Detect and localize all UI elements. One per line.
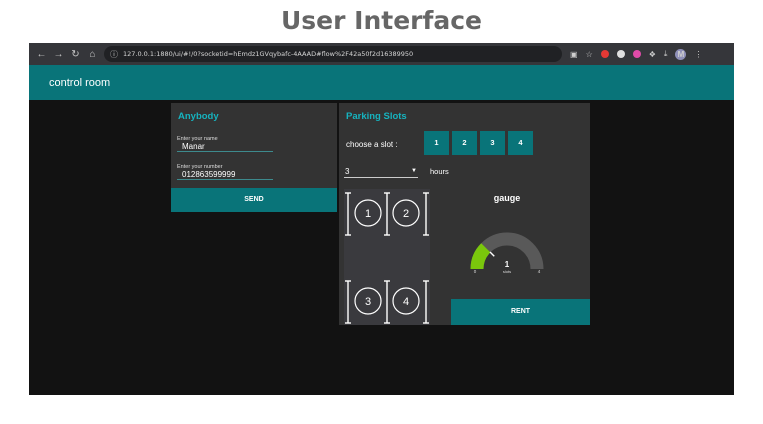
extension-pink-icon[interactable] bbox=[632, 50, 641, 58]
hours-label: hours bbox=[430, 167, 449, 176]
gauge-unit: slots bbox=[503, 269, 511, 274]
extension-red-icon[interactable] bbox=[600, 50, 609, 58]
slot-button-2[interactable]: 2 bbox=[452, 131, 477, 155]
spot-1-label: 1 bbox=[365, 208, 371, 220]
spot-4-label: 4 bbox=[403, 296, 409, 308]
gauge-title: gauge bbox=[493, 193, 521, 203]
forward-arrow-icon[interactable]: → bbox=[53, 48, 64, 60]
number-field-value[interactable]: 012863599999 bbox=[182, 170, 236, 179]
bookmark-star-icon[interactable]: ☆ bbox=[585, 49, 593, 59]
slot-button-4[interactable]: 4 bbox=[508, 131, 533, 155]
page-title: User Interface bbox=[280, 6, 483, 35]
app-header: control room bbox=[29, 65, 734, 100]
spot-2-label: 2 bbox=[403, 208, 409, 220]
hours-dropdown-value: 3 bbox=[345, 167, 350, 176]
home-icon[interactable]: ⌂ bbox=[89, 48, 96, 60]
gauge-max: 4 bbox=[538, 269, 541, 274]
choose-slot-label: choose a slot : bbox=[346, 140, 398, 149]
parking-lot-drawing: 1 2 3 4 bbox=[345, 192, 429, 324]
slots-gauge: 1 slots 0 4 bbox=[465, 223, 549, 279]
spot-4-circle bbox=[392, 287, 420, 315]
url-text: 127.0.0.1:1880/ui/#!/0?socketid=hEmdz1GV… bbox=[123, 50, 414, 58]
site-info-icon[interactable]: ⓘ bbox=[110, 49, 118, 59]
anybody-card-title: Anybody bbox=[178, 111, 219, 122]
browser-toolbar: ← → ↻ ⌂ ⓘ 127.0.0.1:1880/ui/#!/0?socketi… bbox=[29, 43, 734, 65]
profile-avatar[interactable]: M bbox=[675, 48, 687, 60]
menu-kebab-icon[interactable]: ⋮ bbox=[694, 49, 703, 59]
reload-icon[interactable]: ↻ bbox=[71, 48, 80, 60]
gauge-fill bbox=[470, 243, 491, 270]
spot-3-circle bbox=[354, 287, 382, 315]
send-button[interactable]: SEND bbox=[171, 188, 337, 212]
gauge-min: 0 bbox=[474, 269, 477, 274]
address-bar[interactable]: ⓘ 127.0.0.1:1880/ui/#!/0?socketid=hEmdz1… bbox=[104, 46, 562, 62]
spot-1-circle bbox=[354, 199, 382, 227]
browser-window: ← → ↻ ⌂ ⓘ 127.0.0.1:1880/ui/#!/0?socketi… bbox=[29, 43, 734, 395]
parking-slots-card: Parking Slots choose a slot : 1 2 3 4 3 … bbox=[339, 103, 590, 325]
toolbar-icons: ▣ ☆ ❖ ⤓ M ⋮ bbox=[570, 48, 703, 60]
rent-button[interactable]: RENT bbox=[451, 299, 590, 325]
gauge-drawing: 1 slots 0 4 bbox=[470, 232, 544, 274]
app-header-title: control room bbox=[49, 77, 111, 89]
extension-white-icon[interactable] bbox=[616, 50, 625, 58]
parking-lot-image: 1 2 3 4 bbox=[344, 189, 430, 325]
slot-button-3[interactable]: 3 bbox=[480, 131, 505, 155]
parking-card-title: Parking Slots bbox=[346, 111, 407, 122]
extensions-puzzle-icon[interactable]: ❖ bbox=[648, 49, 656, 59]
spot-2-circle bbox=[392, 199, 420, 227]
hours-dropdown[interactable]: 3 ▼ bbox=[344, 166, 418, 178]
slot-button-1[interactable]: 1 bbox=[424, 131, 449, 155]
name-field-label: Enter your name bbox=[177, 136, 218, 142]
name-field[interactable]: Enter your name Manar bbox=[177, 136, 273, 152]
number-field-label: Enter your number bbox=[177, 164, 223, 170]
gauge-value: 1 bbox=[505, 260, 510, 269]
back-arrow-icon[interactable]: ← bbox=[36, 48, 47, 60]
download-icon[interactable]: ⤓ bbox=[663, 49, 668, 58]
anybody-card: Anybody Enter your name Manar Enter your… bbox=[171, 103, 337, 212]
caret-down-icon: ▼ bbox=[411, 168, 417, 174]
gauge-needle bbox=[489, 251, 495, 257]
name-field-value[interactable]: Manar bbox=[182, 142, 205, 151]
spot-3-label: 3 bbox=[365, 296, 371, 308]
cast-icon[interactable]: ▣ bbox=[570, 49, 578, 59]
number-field[interactable]: Enter your number 012863599999 bbox=[177, 164, 273, 180]
